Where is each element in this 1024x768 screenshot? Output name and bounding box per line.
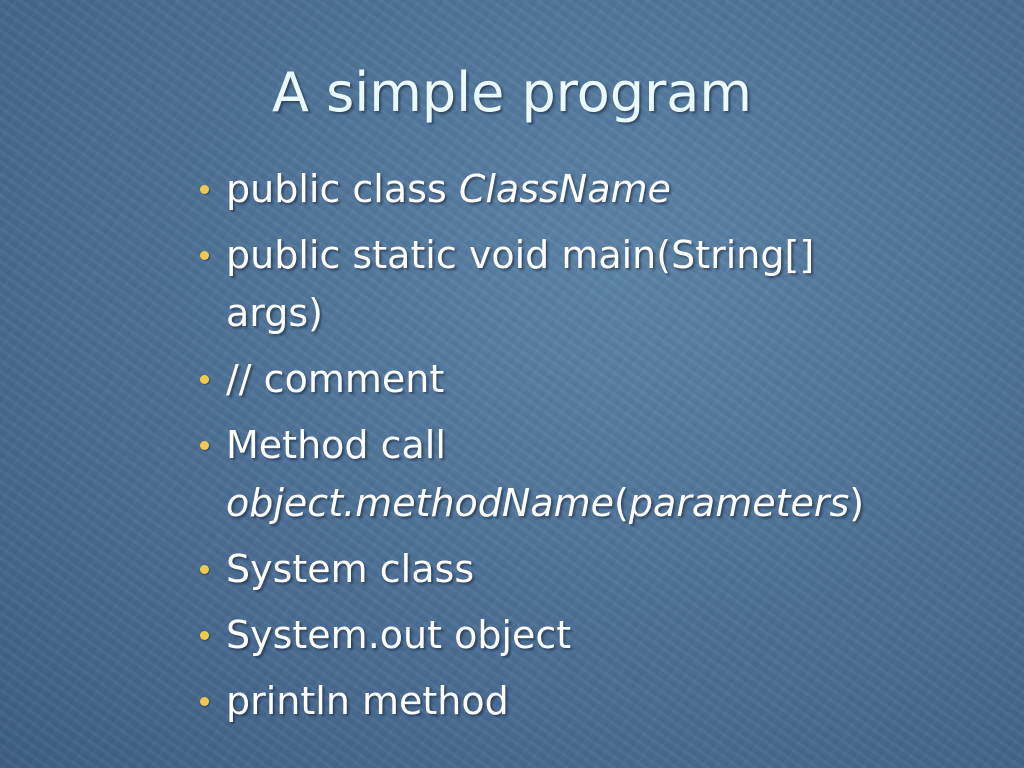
bullet-comment: // comment	[196, 350, 956, 408]
bullet-text-line1: Method call	[226, 423, 446, 467]
slide-title: A simple program	[271, 61, 752, 124]
bullet-close-paren: )	[849, 481, 865, 525]
bullet-system-out: System.out object	[196, 606, 956, 664]
bullet-text: System.out object	[226, 613, 572, 657]
bullet-dot-icon	[200, 565, 209, 574]
bullet-method-call: Method call object.methodName(parameters…	[196, 416, 956, 532]
bullet-println: println method	[196, 672, 956, 730]
bullet-object-method: object.methodName	[226, 481, 615, 525]
bullet-dot-icon	[200, 441, 209, 450]
bullet-list: public class ClassName public static voi…	[196, 160, 956, 738]
bullet-dot-icon	[200, 375, 209, 384]
bullet-dot-icon	[200, 697, 209, 706]
bullet-text: System class	[226, 547, 475, 591]
bullet-system-class: System class	[196, 540, 956, 598]
bullet-public-class: public class ClassName	[196, 160, 956, 218]
bullet-dot-icon	[200, 251, 209, 260]
bullet-dot-icon	[200, 185, 209, 194]
bullet-text-line1: public static void main(String[]	[226, 233, 815, 277]
bullet-text: println method	[226, 679, 509, 723]
bullet-dot-icon	[200, 631, 209, 640]
bullet-text: // comment	[226, 357, 445, 401]
bullet-open-paren: (	[614, 481, 629, 525]
bullet-parameters: parameters	[628, 481, 850, 525]
bullet-main-method: public static void main(String[] args)	[196, 226, 956, 342]
bullet-italic-classname: ClassName	[458, 167, 671, 211]
bullet-text-line2: args)	[226, 291, 323, 335]
bullet-text: public class	[226, 167, 459, 211]
